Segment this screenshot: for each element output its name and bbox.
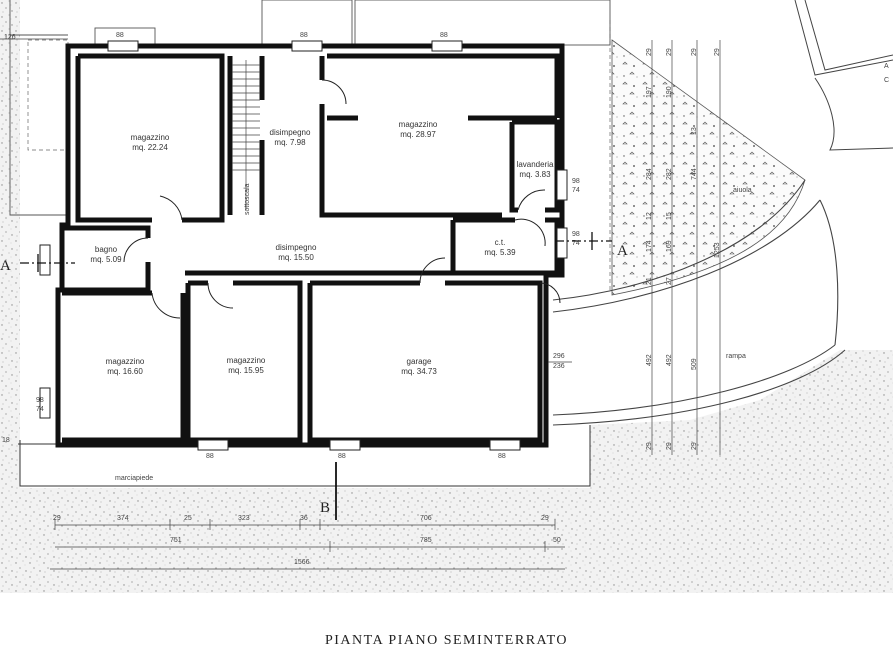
adjacent-structure <box>794 0 893 151</box>
dimension-label: 509 <box>691 358 698 370</box>
dimension-label: 88 <box>338 453 346 460</box>
dimension-label: 29 <box>646 48 653 56</box>
section-marker-b: B <box>320 500 331 516</box>
room-magazzino-s: magazzino mq. 15.95 <box>226 356 266 375</box>
dimension-label: 284 <box>646 168 653 180</box>
room-magazzino-nw: magazzino mq. 22.24 <box>130 133 170 152</box>
room-bagno: bagno mq. 5.09 <box>90 245 122 264</box>
dimension-label: 29 <box>714 48 721 56</box>
room-magazzino-ne: magazzino mq. 28.97 <box>398 120 438 139</box>
dimension-label: 98 <box>572 231 580 238</box>
dimension-label: 169 <box>666 240 673 252</box>
label-rampa: rampa <box>726 353 746 360</box>
dimension-label: 29 <box>666 442 673 450</box>
label-edge-c: C <box>884 77 890 84</box>
dimension-label: 29 <box>541 515 549 522</box>
dimension-label: 29 <box>666 48 673 56</box>
dimension-label: 190 <box>666 86 673 98</box>
door-swings <box>123 79 561 319</box>
section-marker-a-left: A <box>0 258 11 274</box>
dimension-label: 15 <box>666 212 673 220</box>
dimension-label: 74 <box>572 240 580 247</box>
room-garage: garage mq. 34.73 <box>401 357 437 376</box>
dimension-label: 27 <box>666 277 673 285</box>
dimension-label: 88 <box>206 453 214 460</box>
dimension-label: 29 <box>691 48 698 56</box>
dimension-label: 492 <box>646 354 653 366</box>
dimension-label: 751 <box>170 537 182 544</box>
room-ct: c.t. mq. 5.39 <box>484 238 516 257</box>
dimension-label: 174 <box>646 240 653 252</box>
dimension-label: 1566 <box>294 559 310 566</box>
dimension-label: 25 <box>184 515 192 522</box>
dimension-label: 29 <box>53 515 61 522</box>
dimension-label: 296 <box>553 353 565 360</box>
dimension-label: 492 <box>666 354 673 366</box>
label-edge-a: A <box>884 63 889 70</box>
aiuola-area <box>611 39 806 296</box>
room-lavanderia: lavanderia mq. 3.83 <box>516 160 554 179</box>
label-marciapiede: marciapiede <box>115 475 154 482</box>
section-lines <box>20 232 612 520</box>
dimension-label: 36 <box>300 515 308 522</box>
drawing-title: PIANTA PIANO SEMINTERRATO <box>324 633 569 648</box>
dimension-label: 88 <box>116 32 124 39</box>
dimension-label: 88 <box>300 32 308 39</box>
dimension-label: 785 <box>420 537 432 544</box>
dimension-label: 29 <box>646 442 653 450</box>
marciapiede-outline <box>18 425 591 487</box>
dimension-label: 29 <box>691 442 698 450</box>
ramp <box>552 179 846 426</box>
dimension-label: 12 <box>646 212 653 220</box>
label-aiuola: aiuola <box>733 187 752 194</box>
dimension-label: 374 <box>117 515 129 522</box>
dimension-label: 50 <box>553 537 561 544</box>
dimension-label: 197 <box>646 86 653 98</box>
dimension-label: 323 <box>238 515 250 522</box>
building-walls <box>55 43 565 448</box>
dimension-label: 236 <box>553 363 565 370</box>
windows <box>39 40 568 451</box>
dimension-label: 1253 <box>714 242 721 258</box>
dimension-label: 74 <box>572 187 580 194</box>
dimension-label: 282 <box>666 168 673 180</box>
dimension-label: 21 <box>646 277 653 285</box>
room-sottoscala: sottoscala <box>244 183 251 215</box>
dimension-label: 13 <box>691 127 698 135</box>
dimension-label: 706 <box>420 515 432 522</box>
dimension-label: 88 <box>498 453 506 460</box>
room-disimpegno-n: disimpegno mq. 7.98 <box>269 128 311 147</box>
dimension-label: 88 <box>440 32 448 39</box>
upper-structures <box>9 0 611 216</box>
dimension-lines <box>0 38 721 570</box>
dimension-label: 744 <box>691 168 698 180</box>
staircase <box>232 60 260 210</box>
label-edge-18: 18 <box>2 437 10 444</box>
dimension-label: 98 <box>36 397 44 404</box>
room-magazzino-sw: magazzino mq. 16.60 <box>105 357 145 376</box>
section-marker-a-right: A <box>617 243 628 259</box>
dimension-label: 98 <box>572 178 580 185</box>
dimension-label: 74 <box>36 406 44 413</box>
label-edge-126: 126 <box>4 34 16 41</box>
room-disimpegno: disimpegno mq. 15.50 <box>275 243 317 262</box>
ground-texture <box>0 0 893 593</box>
